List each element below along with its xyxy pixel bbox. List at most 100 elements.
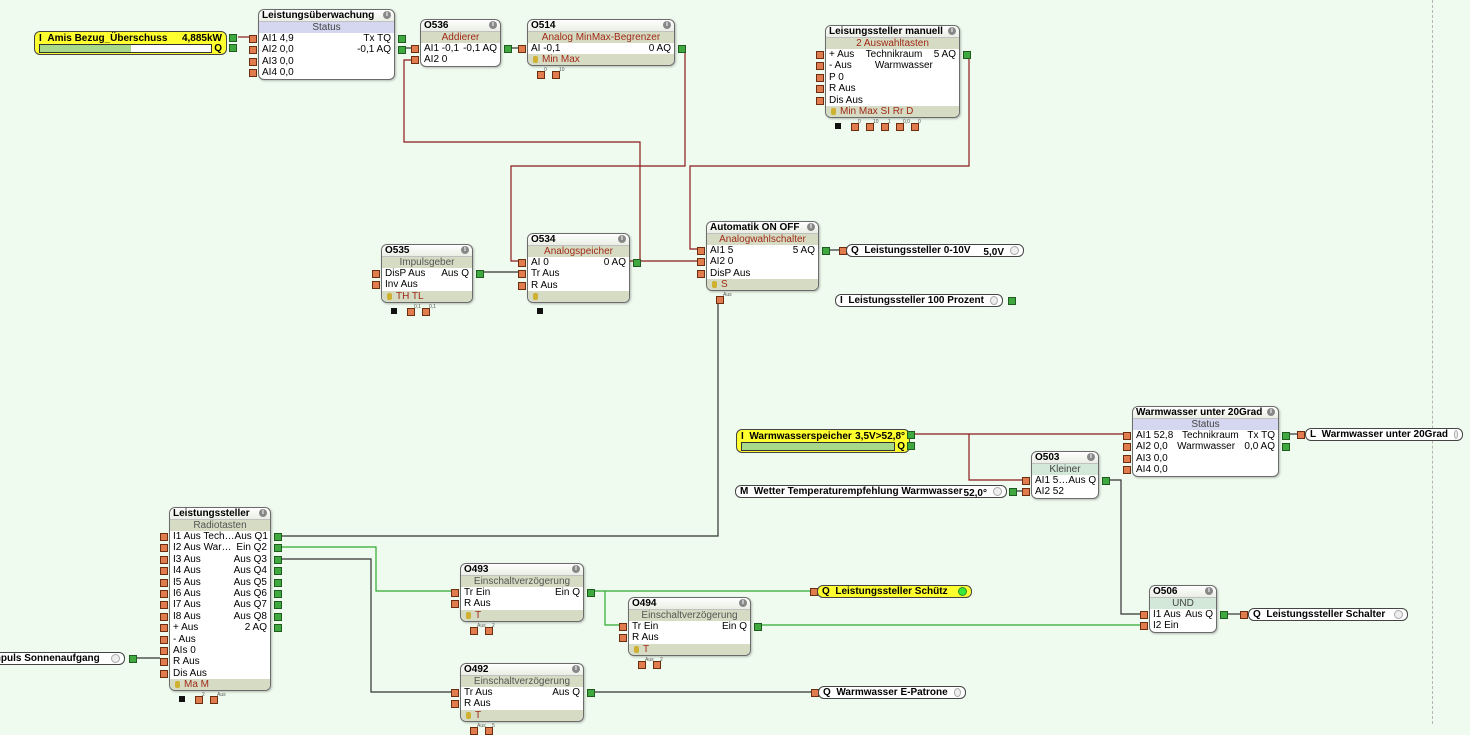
input-pin[interactable] bbox=[451, 589, 459, 597]
input-pin[interactable] bbox=[160, 533, 168, 541]
input-impuls-sonnenaufgang[interactable]: mpuls Sonnenaufgang bbox=[0, 652, 125, 665]
input-pin[interactable] bbox=[160, 601, 168, 610]
input-pin[interactable] bbox=[249, 35, 257, 43]
output-warmwasser-unter-20grad[interactable]: L Warmwasser unter 20Grad bbox=[1305, 428, 1463, 441]
input-pin[interactable] bbox=[816, 51, 824, 59]
info-icon[interactable]: i bbox=[1205, 587, 1213, 595]
output-pin[interactable] bbox=[1008, 297, 1016, 305]
input-pin[interactable] bbox=[518, 281, 526, 290]
info-icon[interactable]: i bbox=[259, 509, 267, 517]
output-pin[interactable] bbox=[274, 544, 282, 553]
output-leistungssteller-schalter[interactable]: Q Leistungssteller Schalter bbox=[1248, 608, 1408, 621]
input-pin[interactable] bbox=[1123, 432, 1131, 440]
parameter-pin[interactable] bbox=[881, 123, 889, 131]
output-pin[interactable] bbox=[398, 46, 406, 55]
output-pin[interactable] bbox=[907, 431, 915, 439]
input-pin[interactable] bbox=[160, 612, 168, 621]
parameter-pin[interactable] bbox=[911, 123, 919, 131]
input-pin[interactable] bbox=[160, 567, 168, 576]
input-pin[interactable] bbox=[160, 590, 168, 598]
output-pin[interactable] bbox=[963, 51, 971, 59]
parameter-pin[interactable] bbox=[407, 307, 415, 316]
input-pin[interactable] bbox=[697, 269, 705, 278]
input-pin[interactable] bbox=[249, 46, 257, 55]
input-pin[interactable] bbox=[249, 57, 257, 66]
input-pin[interactable] bbox=[1297, 431, 1305, 439]
input-pin[interactable] bbox=[816, 96, 824, 105]
input-pin[interactable] bbox=[1022, 477, 1030, 485]
input-pin[interactable] bbox=[249, 69, 257, 78]
info-icon[interactable]: i bbox=[461, 246, 469, 254]
output-pin[interactable] bbox=[1009, 488, 1017, 496]
input-pin[interactable] bbox=[160, 578, 168, 587]
output-pin[interactable] bbox=[504, 45, 512, 53]
output-pin[interactable] bbox=[754, 623, 762, 631]
enable-pin[interactable] bbox=[391, 307, 397, 314]
input-pin[interactable] bbox=[816, 85, 824, 94]
output-pin[interactable] bbox=[587, 689, 595, 697]
output-leistungssteller-schuetz[interactable]: Q Leistungssteller Schütz bbox=[817, 585, 972, 598]
info-icon[interactable]: i bbox=[1267, 408, 1275, 416]
output-pin[interactable] bbox=[274, 601, 282, 610]
parameter-pin[interactable] bbox=[485, 626, 493, 635]
parameter-pin[interactable] bbox=[851, 123, 859, 131]
info-icon[interactable] bbox=[1010, 246, 1019, 255]
output-pin[interactable] bbox=[1282, 443, 1290, 452]
input-pin[interactable] bbox=[160, 555, 168, 564]
output-pin[interactable] bbox=[274, 533, 282, 541]
input-pin[interactable] bbox=[697, 258, 705, 267]
input-pin[interactable] bbox=[697, 247, 705, 255]
parameter-pin[interactable] bbox=[638, 660, 646, 669]
input-pin[interactable] bbox=[518, 45, 526, 53]
input-pin[interactable] bbox=[816, 62, 824, 71]
input-pin[interactable] bbox=[160, 669, 168, 678]
parameter-pin[interactable] bbox=[716, 296, 724, 305]
parameter-pin[interactable] bbox=[866, 123, 874, 131]
input-pin[interactable] bbox=[1123, 454, 1131, 463]
info-icon[interactable]: i bbox=[807, 223, 815, 231]
input-pin[interactable] bbox=[518, 259, 526, 267]
input-pin[interactable] bbox=[160, 544, 168, 553]
input-pin[interactable] bbox=[372, 281, 380, 290]
output-pin[interactable] bbox=[129, 655, 137, 663]
output-pin[interactable] bbox=[587, 589, 595, 597]
output-pin[interactable] bbox=[274, 578, 282, 587]
info-icon[interactable]: i bbox=[1087, 453, 1095, 461]
input-pin[interactable] bbox=[372, 270, 380, 278]
input-pin[interactable] bbox=[160, 624, 168, 633]
input-pin[interactable] bbox=[411, 45, 419, 53]
output-pin[interactable] bbox=[229, 34, 237, 42]
input-pin[interactable] bbox=[451, 600, 459, 609]
output-pin[interactable] bbox=[274, 590, 282, 598]
parameter-pin[interactable] bbox=[210, 696, 218, 705]
parameter-pin[interactable] bbox=[537, 71, 545, 80]
output-leistungssteller-0-10v[interactable]: Q Leistungssteller 0-10V 5,0V bbox=[846, 244, 1024, 258]
output-pin[interactable] bbox=[633, 259, 641, 267]
output-pin[interactable] bbox=[907, 442, 915, 450]
info-icon[interactable]: i bbox=[739, 599, 747, 607]
input-pin[interactable] bbox=[619, 634, 627, 643]
info-icon[interactable]: i bbox=[618, 235, 626, 243]
input-pin[interactable] bbox=[160, 647, 168, 655]
enable-pin[interactable] bbox=[179, 696, 185, 703]
info-icon[interactable]: i bbox=[663, 21, 671, 29]
input-pin[interactable] bbox=[1123, 466, 1131, 475]
input-leistungssteller-100-prozent[interactable]: I Leistungssteller 100 Prozent bbox=[835, 294, 1003, 307]
output-pin[interactable] bbox=[476, 270, 484, 278]
input-pin[interactable] bbox=[1140, 622, 1148, 631]
info-icon[interactable]: i bbox=[572, 665, 580, 673]
output-pin[interactable] bbox=[1282, 432, 1290, 440]
input-pin[interactable] bbox=[160, 635, 168, 644]
